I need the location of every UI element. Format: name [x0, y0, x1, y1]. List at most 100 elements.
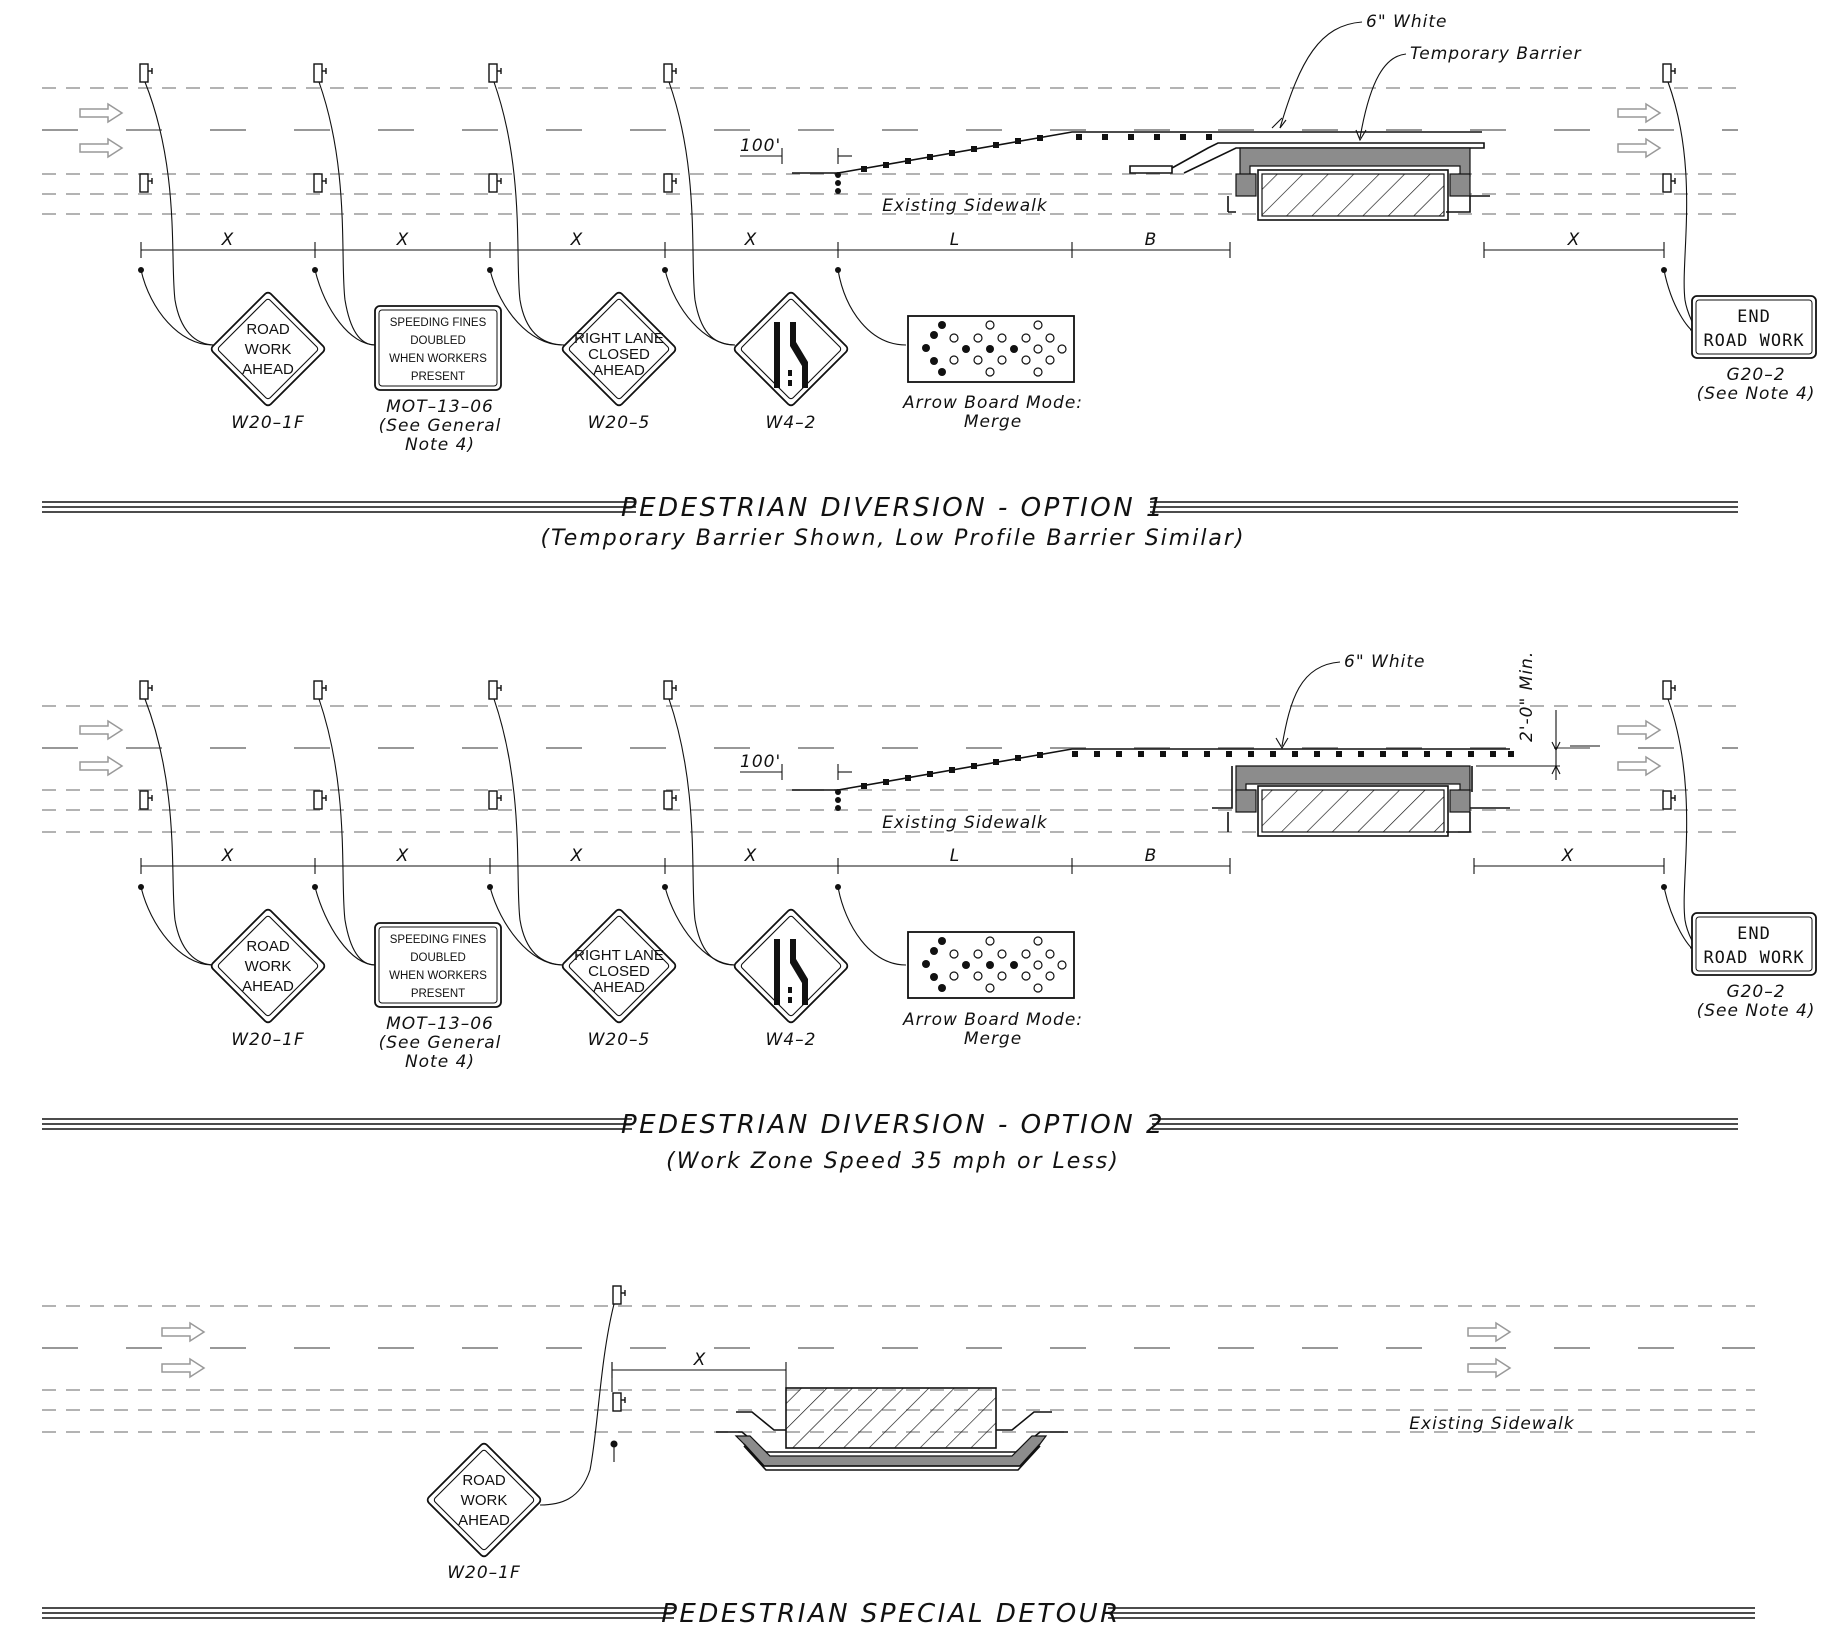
sidewalk-label: Existing Sidewalk — [882, 196, 1048, 216]
svg-text:CLOSED: CLOSED — [588, 963, 650, 980]
dim-x-2: X — [396, 846, 410, 866]
svg-text:(See General: (See General — [379, 416, 502, 436]
svg-text:ROAD: ROAD — [246, 321, 290, 338]
sign-leaders — [140, 698, 1695, 966]
svg-text:Merge: Merge — [964, 412, 1022, 432]
sign-road-work-ahead: ROAD WORK AHEAD W20–1F — [209, 290, 327, 433]
special-detour-plan: X Existing Sidewalk ROAD WORK AHEAD W20–… — [42, 1285, 1755, 1629]
sign-road-work-ahead: ROAD WORK AHEAD W20–1F — [209, 907, 327, 1050]
svg-text:(See Note 4): (See Note 4) — [1697, 384, 1816, 404]
arrow-board: Arrow Board Mode: Merge — [902, 315, 1083, 432]
svg-text:(See General: (See General — [379, 1033, 502, 1053]
sign-end-road-work: END ROAD WORK G20–2 (See Note 4) — [1691, 295, 1817, 404]
sign-leaders — [539, 1303, 618, 1506]
svg-text:AHEAD: AHEAD — [242, 978, 294, 995]
svg-text:WORK: WORK — [245, 958, 292, 975]
svg-text:W4–2: W4–2 — [766, 1030, 817, 1050]
sidewalk-label: Existing Sidewalk — [1409, 1414, 1575, 1434]
callout-leaders — [1271, 21, 1407, 142]
taper-channelizers — [792, 131, 1485, 194]
dim-x: X — [693, 1350, 707, 1370]
drums — [612, 1285, 626, 1412]
svg-text:PRESENT: PRESENT — [411, 371, 465, 383]
leader-dots — [138, 267, 1667, 273]
svg-text:AHEAD: AHEAD — [593, 979, 645, 996]
svg-text:Arrow Board Mode:: Arrow Board Mode: — [902, 1010, 1083, 1030]
title-special-detour: PEDESTRIAN SPECIAL DETOUR — [661, 1599, 1121, 1629]
svg-text:SPEEDING FINES: SPEEDING FINES — [390, 934, 487, 946]
sign-right-lane-closed: RIGHT LANE CLOSED AHEAD W20–5 — [560, 290, 678, 433]
svg-text:ROAD: ROAD — [462, 1472, 506, 1489]
min-offset-label: 2'-0" Min. — [1517, 651, 1537, 742]
section-title-1: PEDESTRIAN DIVERSION - OPTION 1 (Tempora… — [42, 493, 1738, 551]
sign-speeding-fines: SPEEDING FINES DOUBLED WHEN WORKERS PRES… — [374, 922, 502, 1072]
sign-speeding-fines: SPEEDING FINES DOUBLED WHEN WORKERS PRES… — [374, 305, 502, 455]
dim-x-4: X — [744, 230, 758, 250]
svg-text:W20–5: W20–5 — [588, 413, 651, 433]
dimension-line — [140, 764, 1665, 874]
dim-l: L — [950, 230, 960, 250]
subtitle-option-1: (Temporary Barrier Shown, Low Profile Ba… — [540, 526, 1245, 551]
barrier-label: Temporary Barrier — [1410, 44, 1582, 64]
svg-text:MOT–13–06: MOT–13–06 — [386, 397, 494, 417]
svg-text:DOUBLED: DOUBLED — [410, 335, 466, 347]
svg-text:Note 4): Note 4) — [405, 435, 475, 455]
svg-text:W20–1F: W20–1F — [231, 1030, 305, 1050]
svg-text:CLOSED: CLOSED — [588, 346, 650, 363]
section-title-2: PEDESTRIAN DIVERSION - OPTION 2 (Work Zo… — [42, 1110, 1738, 1174]
svg-text:W20–1F: W20–1F — [447, 1563, 521, 1583]
svg-text:G20–2: G20–2 — [1726, 982, 1785, 1002]
svg-text:WORK: WORK — [245, 341, 292, 358]
svg-text:W4–2: W4–2 — [766, 413, 817, 433]
svg-text:ROAD WORK: ROAD WORK — [1703, 948, 1804, 968]
dim-x-4: X — [744, 846, 758, 866]
title-option-2: PEDESTRIAN DIVERSION - OPTION 2 — [621, 1110, 1165, 1140]
dim-labels: X X X X L B X 100' Existing Sidewalk 6" … — [221, 651, 1574, 866]
sign-lane-merge: W4–2 — [732, 907, 850, 1050]
svg-text:Merge: Merge — [964, 1029, 1022, 1049]
svg-text:MOT–13–06: MOT–13–06 — [386, 1014, 494, 1034]
arrow-board: Arrow Board Mode: Merge — [902, 931, 1083, 1049]
dim-l: L — [950, 846, 960, 866]
svg-text:END: END — [1737, 307, 1771, 327]
leader-dots — [138, 884, 1667, 890]
sign-leaders — [140, 81, 1695, 346]
svg-text:AHEAD: AHEAD — [458, 1512, 510, 1529]
sign-lane-merge: W4–2 — [732, 290, 850, 433]
title-option-1: PEDESTRIAN DIVERSION - OPTION 1 — [621, 493, 1165, 523]
dim-x-5: X — [1567, 230, 1581, 250]
sidewalk-label: Existing Sidewalk — [882, 813, 1048, 833]
svg-text:(See Note 4): (See Note 4) — [1697, 1001, 1816, 1021]
option-2-plan: X X X X L B X 100' Existing Sidewalk 6" … — [42, 651, 1817, 1174]
dim-b: B — [1145, 230, 1158, 250]
svg-text:DOUBLED: DOUBLED — [410, 952, 466, 964]
dim-b: B — [1145, 846, 1158, 866]
svg-text:AHEAD: AHEAD — [242, 361, 294, 378]
work-area — [1227, 147, 1490, 221]
dim-x-2: X — [396, 230, 410, 250]
svg-text:W20–1F: W20–1F — [231, 413, 305, 433]
offset-label: 100' — [740, 752, 781, 772]
svg-text:ROAD: ROAD — [246, 938, 290, 955]
svg-text:AHEAD: AHEAD — [593, 362, 645, 379]
callout-leaders — [1275, 661, 1341, 750]
svg-text:END: END — [1737, 924, 1771, 944]
svg-text:Note 4): Note 4) — [405, 1052, 475, 1072]
svg-text:WORK: WORK — [461, 1492, 508, 1509]
dim-x-3: X — [570, 230, 584, 250]
dim-x-1: X — [221, 846, 235, 866]
traffic-direction-arrows — [161, 1322, 1511, 1378]
svg-text:SPEEDING FINES: SPEEDING FINES — [390, 317, 487, 329]
section-title-3: PEDESTRIAN SPECIAL DETOUR — [42, 1599, 1755, 1629]
svg-text:Arrow Board Mode:: Arrow Board Mode: — [902, 393, 1083, 413]
subtitle-option-2: (Work Zone Speed 35 mph or Less) — [666, 1149, 1120, 1174]
taper-channelizers — [792, 748, 1514, 811]
svg-text:RIGHT LANE: RIGHT LANE — [574, 947, 664, 964]
svg-text:G20–2: G20–2 — [1726, 365, 1785, 385]
dimension-line — [611, 1362, 787, 1392]
dim-x-1: X — [221, 230, 235, 250]
white-line-label: 6" White — [1366, 12, 1447, 32]
dim-x-3: X — [570, 846, 584, 866]
dimension-line — [140, 148, 1665, 258]
white-line-label: 6" White — [1344, 652, 1425, 672]
